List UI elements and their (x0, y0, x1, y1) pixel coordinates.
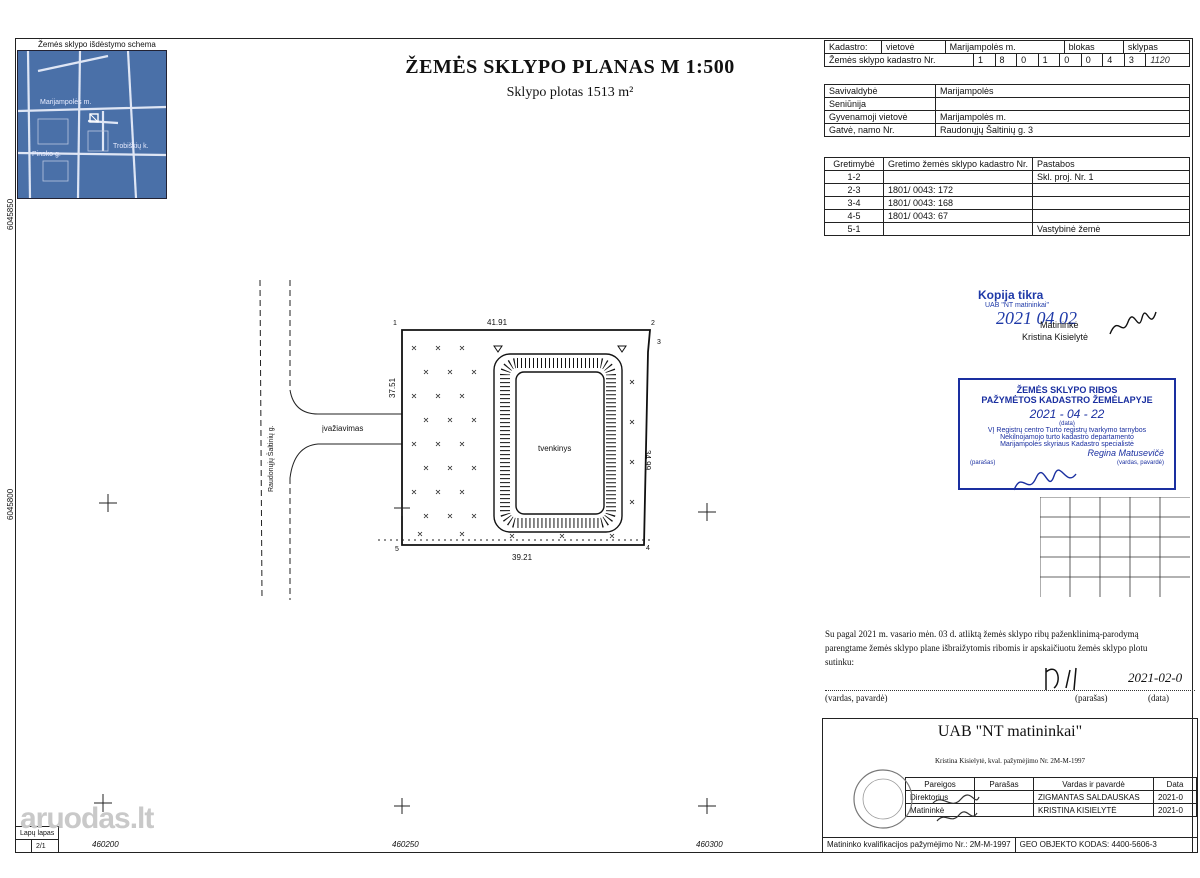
point-2: 2 (651, 320, 655, 327)
agreement-line-1: Su pagal 2021 m. vasario mėn. 03 d. atli… (825, 629, 1139, 639)
company-round-stamp (853, 769, 913, 829)
point-4: 4 (646, 545, 650, 552)
pond-arrows (493, 345, 627, 353)
registry-line-3: VĮ Registrų centro Turto registrų tvarky… (987, 427, 1147, 434)
nb-row-5-nr (882, 222, 1034, 236)
crosshairs (94, 494, 716, 814)
cad-number-label: Žemės sklypo kadastro Nr. (824, 53, 974, 67)
registry-stamp: ŽEMĖS SKLYPO RIBOS PAŽYMĖTOS KADASTRO ŽE… (958, 378, 1176, 490)
sig-row-2-role: Matininkė (905, 803, 975, 817)
entrance-label: įvažiavimas (322, 424, 364, 433)
sheet-value: 2/1 (30, 839, 60, 853)
cad-digit-5: 0 (1059, 53, 1082, 67)
sheet-table: Lapų lapas 2/1 (14, 826, 60, 853)
company-footer-left: Matininko kvalifikacijos pažymėjimo Nr.:… (823, 838, 1016, 852)
scheme-label-marijampole: Marijampolės m. (40, 99, 92, 106)
entrance-road-top (289, 389, 402, 415)
agreement-caption-name: (vardas, pavardė) (825, 693, 888, 703)
location-scheme-map: Marijampolės m. Trobiškių k. Pinsko g. (17, 50, 167, 199)
grass-markers (411, 345, 635, 539)
signatures-table: Pareigos Parašas Vardas ir pavardė Data … (905, 777, 1197, 817)
coord-bottom-3: 460300 (696, 840, 723, 849)
scheme-label-trobiskiu: Trobiškių k. (113, 143, 149, 150)
agreement-line-2: parengtame žemės sklypo plane išbraižyto… (825, 643, 1148, 653)
street-label: Raudonųjų Šaltinių g. (268, 425, 275, 492)
entrance-road-bottom (289, 443, 402, 479)
cad-handwritten: 1120 (1145, 53, 1190, 67)
point-1: 1 (393, 320, 397, 327)
dim-top: 41.91 (487, 318, 508, 327)
cadastre-table: Kadastro: vietovė Marijampolės m. blokas… (824, 40, 1191, 54)
coord-bottom-1: 460200 (92, 840, 119, 849)
copy-stamp-name: Kristina Kisielytė (1022, 332, 1089, 342)
registry-caption-name: (vardas, pavardė) (1116, 460, 1164, 466)
pond-label: tvenkinys (538, 444, 572, 453)
copy-stamp-title: Kopija tikra (978, 288, 1044, 302)
copy-stamp-company: UAB "NT matininkai" (985, 302, 1049, 309)
agreement-date-hand: 2021-02-0 (1128, 670, 1183, 685)
registry-caption-sign: (parašas) (970, 460, 996, 466)
registry-line-5: Marijampolės skyriaus Kadastro specialis… (1000, 441, 1134, 448)
scheme-title: Žemės sklypo išdėstymo schema (38, 40, 156, 49)
copy-stamp-date: 2021 04 02 (996, 308, 1077, 328)
registry-name: Regina Matusevičė (1087, 448, 1164, 458)
scheme-label-pinsko: Pinsko g. (32, 151, 61, 158)
scheme-roads (18, 51, 166, 198)
registry-captions: (parašas) (vardas, pavardė) (960, 458, 1174, 466)
neighbors-table: Gretimybė Gretimo žemės sklypo kadastro … (824, 157, 1190, 236)
watermark-logo: aruodas.lt (20, 802, 154, 835)
agreement-caption-sign: (parašas) (1075, 693, 1108, 703)
point-5: 5 (395, 546, 399, 553)
company-footer-right: GEO OBJEKTO KODAS: 4400-5606-3 (1019, 840, 1157, 849)
cadastre-number-row: Žemės sklypo kadastro Nr. 1 8 0 1 0 0 4 … (824, 53, 1190, 67)
point-3: 3 (657, 339, 661, 346)
registry-date-caption: (data) (1059, 421, 1075, 427)
blank-lines-block (1040, 497, 1190, 597)
pond-slope-hatching (500, 358, 616, 528)
cad-digit-3: 0 (1016, 53, 1039, 67)
agreement-sign-line (825, 690, 1195, 691)
company-footer: Matininko kvalifikacijos pažymėjimo Nr.:… (823, 837, 1197, 852)
plan-area: Sklypo plotas 1513 m² (506, 85, 634, 100)
cad-digit-6: 0 (1080, 53, 1104, 67)
copy-stamp-signature (1109, 311, 1157, 335)
plan-title: ŽEMĖS SKLYPO PLANAS M 1:500 (405, 56, 735, 78)
agreement-signature (1045, 667, 1077, 691)
company-signatures (932, 794, 980, 822)
nb-row-5-note: Vastybinė žemė (1032, 222, 1190, 236)
company-sub: Kristina Kisielytė, kval. pažymėjimo Nr.… (934, 757, 1086, 765)
sig-row-2-date: 2021-0 (1153, 803, 1197, 817)
registry-line-4: Nekilnojamojo turto kadastro departament… (1000, 434, 1134, 441)
registry-signature (1013, 469, 1077, 491)
agreement-caption-date: (data) (1148, 693, 1169, 703)
copy-stamp-role: Matininkė (1040, 320, 1079, 330)
dim-right: 34.99 (643, 450, 652, 471)
dim-bottom: 39.21 (512, 553, 533, 562)
registry-date: 2021 - 04 - 22 (1029, 407, 1105, 421)
registry-line-1: ŽEMĖS SKLYPO RIBOS (1016, 385, 1118, 395)
registry-line-2: PAŽYMĖTOS KADASTRO ŽEMĖLAPYJE (981, 395, 1153, 405)
drawing-frame (15, 38, 1193, 853)
coord-bottom-2: 460250 (392, 840, 419, 849)
sig-row-2-name: KRISTINA KISIELYTĖ (1033, 803, 1154, 817)
street-lines (259, 279, 291, 601)
pond-outer (493, 353, 623, 533)
pond-inner (515, 371, 605, 515)
dim-left: 37.51 (388, 377, 397, 398)
company-name: UAB "NT matininkai" (937, 723, 1083, 740)
loc-value-4: Raudonųjų Šaltinių g. 3 (935, 123, 1190, 137)
company-block: UAB "NT matininkai" Kristina Kisielytė, … (822, 718, 1198, 853)
agreement-line-3: sutinku: (825, 657, 855, 667)
